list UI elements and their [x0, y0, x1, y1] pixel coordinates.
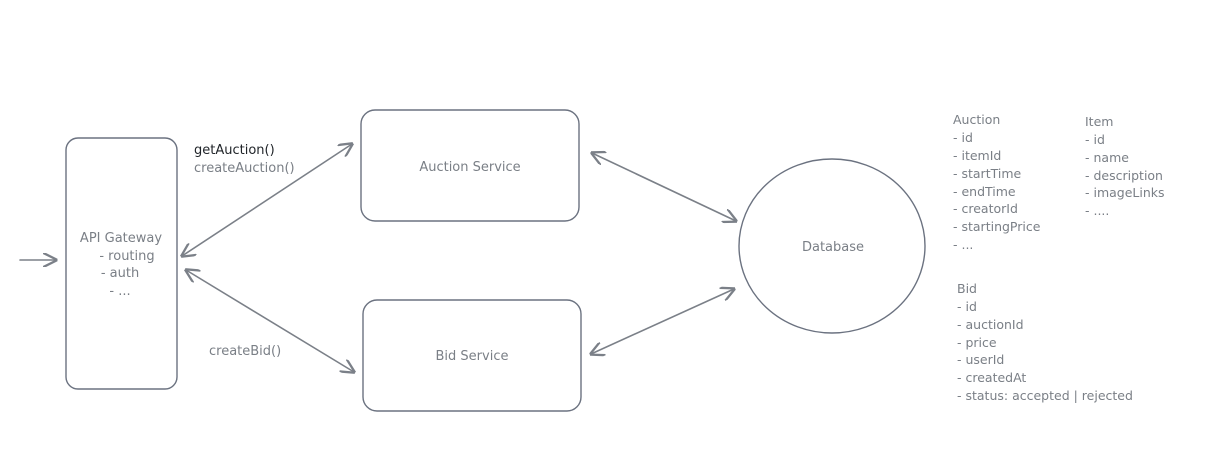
schema-field: - description — [1085, 168, 1163, 183]
gateway-auction-arrow — [182, 144, 352, 256]
api-gateway-box — [65, 137, 178, 390]
bid-service-label: Bid Service — [436, 349, 509, 364]
api-gateway-title: API Gateway — [80, 231, 162, 246]
schema-field: - itemId — [953, 148, 1001, 163]
schema-title: Bid — [957, 281, 977, 296]
api-gateway-line: - auth — [101, 266, 139, 281]
schema-title: Item — [1085, 114, 1113, 129]
edge-label-get-auction: getAuction() — [194, 143, 275, 158]
schema-field: - startTime — [953, 166, 1021, 181]
edge-label-create-bid: createBid() — [209, 344, 281, 359]
bid-schema: Bid - id - auctionId - price - userId - … — [957, 281, 1133, 403]
schema-field: - .... — [1085, 203, 1109, 218]
auction-service-label: Auction Service — [419, 160, 520, 175]
schema-field: - endTime — [953, 184, 1016, 199]
api-gateway-node: API Gateway - routing - auth - ... — [65, 137, 178, 390]
schema-title: Auction — [953, 112, 1000, 127]
item-schema: Item - id - name - description - imageLi… — [1085, 114, 1165, 218]
database-circle — [738, 158, 926, 334]
schema-field: - id — [953, 130, 973, 145]
schema-field: - creatorId — [953, 201, 1018, 216]
schema-field: - price — [957, 335, 997, 350]
database-node: Database — [738, 158, 926, 334]
schema-field: - userId — [957, 352, 1004, 367]
auction-db-arrow — [592, 153, 736, 221]
auction-schema: Auction - id - itemId - startTime - endT… — [953, 112, 1041, 252]
bid-service-node: Bid Service — [362, 299, 582, 412]
api-gateway-line: - ... — [109, 284, 130, 299]
bid-db-arrow — [591, 289, 734, 354]
auction-service-node: Auction Service — [360, 109, 580, 222]
bid-service-box — [362, 299, 582, 412]
schema-field: - startingPrice — [953, 219, 1041, 234]
edge-label-create-auction: createAuction() — [194, 161, 295, 176]
schema-field: - status: accepted | rejected — [957, 388, 1133, 403]
schema-field: - createdAt — [957, 370, 1026, 385]
schema-field: - id — [957, 299, 977, 314]
schema-field: - id — [1085, 132, 1105, 147]
schema-field: - ... — [953, 237, 973, 252]
schema-field: - imageLinks — [1085, 185, 1165, 200]
gateway-bid-arrow — [186, 270, 354, 372]
database-label: Database — [802, 240, 864, 255]
schema-field: - name — [1085, 150, 1129, 165]
schema-field: - auctionId — [957, 317, 1024, 332]
api-gateway-line: - routing — [99, 249, 154, 264]
auction-service-box — [360, 109, 580, 222]
